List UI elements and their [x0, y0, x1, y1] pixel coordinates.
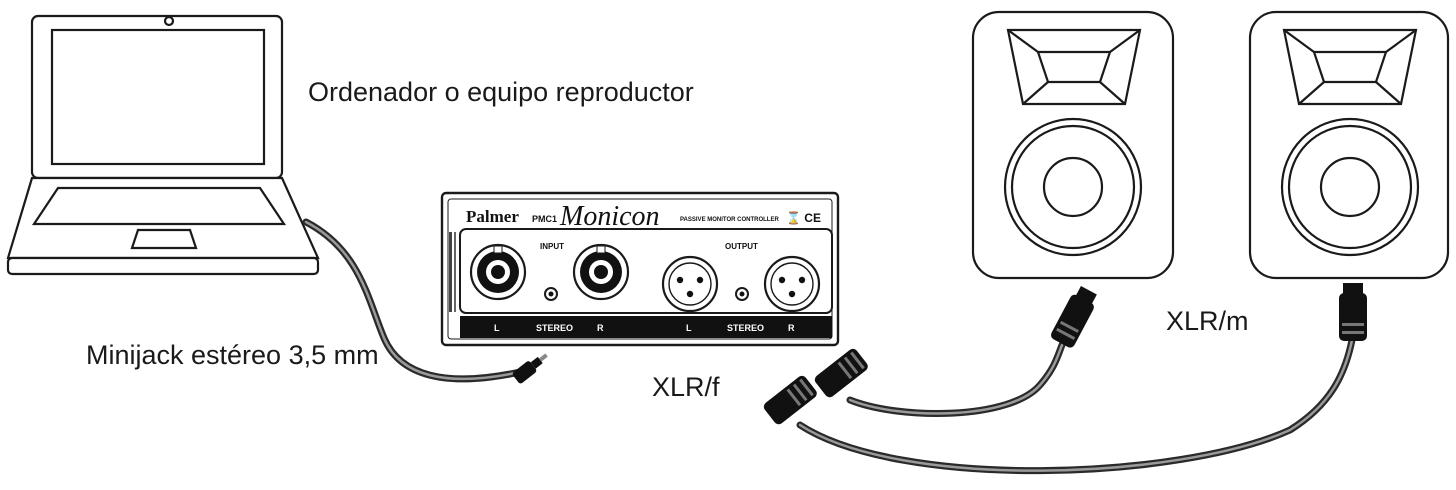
- input-jack-left: [469, 243, 527, 301]
- speaker-left: [971, 10, 1175, 280]
- input-stereo-minijack: [544, 287, 558, 301]
- monitor-controller-device: Palmer PMC1 Monicon PASSIVE MONITOR CONT…: [440, 191, 840, 347]
- output-xlr-right: [763, 255, 821, 313]
- input-section-label: INPUT: [540, 242, 564, 251]
- xlr-cable-right: [796, 336, 1356, 475]
- device-brand: Palmer: [466, 207, 519, 226]
- strip-in-stereo: STEREO: [536, 323, 573, 333]
- minijack-label: Minijack estéreo 3,5 mm: [86, 340, 379, 370]
- xlr-female-plug-lower: [763, 375, 817, 425]
- computer-label: Ordenador o equipo reproductor: [308, 77, 694, 107]
- strip-in-left: L: [494, 323, 500, 333]
- cables: [302, 218, 1356, 475]
- output-xlr-left: [661, 255, 719, 313]
- xlr-male-label: XLR/m: [1166, 306, 1249, 336]
- input-jack-right: [572, 243, 630, 301]
- device-certification-marks: ⌛ CE: [786, 211, 821, 225]
- device-name: Monicon: [559, 201, 660, 232]
- xlr-male-plug-left: [1051, 285, 1097, 348]
- output-section-label: OUTPUT: [725, 242, 758, 251]
- output-stereo-minijack: [735, 287, 749, 301]
- strip-in-right: R: [597, 323, 604, 333]
- strip-out-right: R: [788, 323, 795, 333]
- xlr-female-label: XLR/f: [652, 372, 720, 402]
- laptop-illustration: [6, 14, 320, 276]
- strip-out-stereo: STEREO: [727, 323, 764, 333]
- device-subtitle: PASSIVE MONITOR CONTROLLER: [680, 217, 779, 223]
- device-label-strip: [460, 316, 832, 338]
- xlr-male-plug-right: [1339, 283, 1367, 341]
- strip-out-left: L: [686, 323, 692, 333]
- device-model: PMC1: [532, 214, 557, 224]
- speaker-right: [1248, 10, 1450, 280]
- xlr-cable-left: [846, 341, 1066, 417]
- minijack-plug: [512, 353, 548, 384]
- xlr-female-plug-upper: [814, 348, 868, 398]
